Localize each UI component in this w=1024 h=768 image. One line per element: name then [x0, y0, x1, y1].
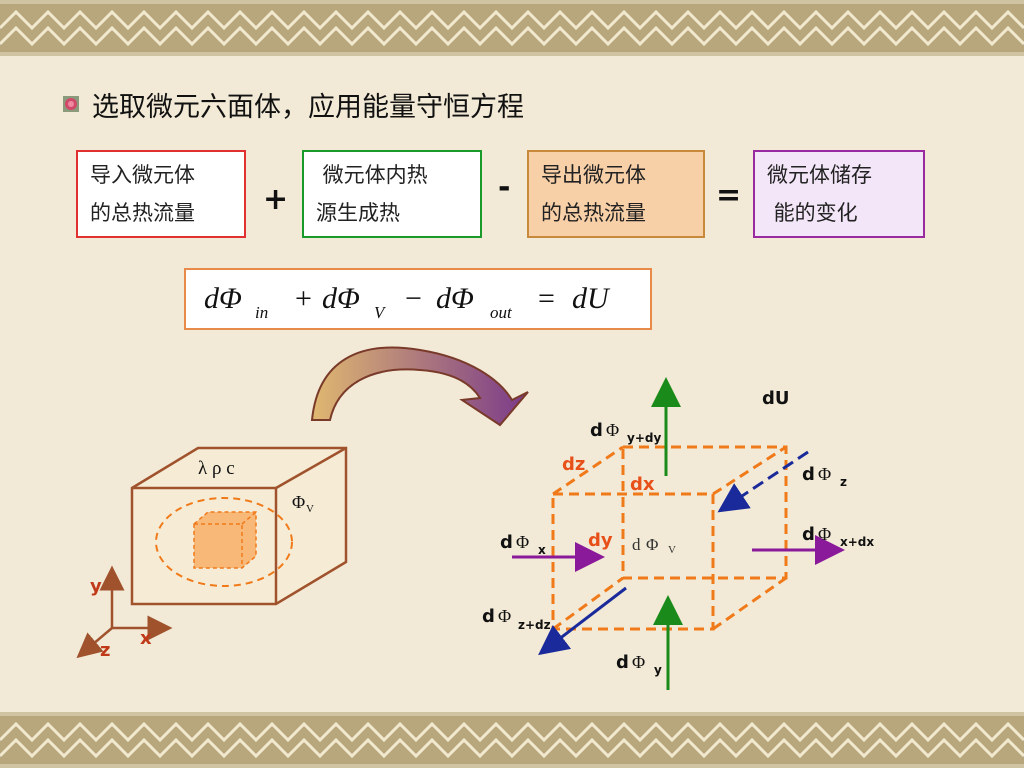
eq-op-equals: =: [538, 282, 555, 315]
inner-element: [193, 511, 257, 569]
du-label: dU: [762, 388, 790, 409]
left-phi-sub: V: [306, 503, 314, 515]
top-decor-band: [0, 0, 1024, 56]
eq-term-v: dΦ: [322, 282, 360, 315]
left-phi: Φ: [292, 492, 305, 512]
flower-bullet-icon: [63, 96, 79, 112]
material-props: λ ρ c: [198, 458, 235, 479]
flux-arrow-z: [717, 450, 809, 513]
flux-x-sub: x: [538, 543, 546, 557]
flux-x-dx-phi: Φ: [818, 524, 831, 544]
flux-z-d: d: [802, 464, 815, 485]
eq-op-plus: +: [295, 282, 312, 315]
eq-term-out: dΦ: [436, 282, 474, 315]
dy-label: dy: [588, 530, 613, 551]
equals-operator: =: [716, 178, 742, 213]
bottom-decor-band: [0, 712, 1024, 768]
coordinate-axes: [76, 565, 173, 659]
dz-label: dz: [562, 454, 585, 475]
axis-z-label: z: [100, 640, 110, 661]
dx-label: dx: [630, 474, 655, 495]
eq-sub-v: V: [374, 303, 387, 322]
axis-y-label: y: [90, 576, 102, 597]
flux-x-dx-d: d: [802, 524, 815, 545]
eq-sub-out: out: [490, 303, 513, 322]
flux-x-dx-sub: x+dx: [840, 535, 874, 549]
flux-x-phi: Φ: [516, 532, 529, 552]
eq-op-minus: −: [405, 282, 422, 315]
minus-operator: -: [498, 170, 511, 205]
flux-z-sub: z: [840, 475, 847, 489]
eq-sub-in: in: [255, 303, 268, 322]
flux-y-d: d: [616, 652, 629, 673]
eq-term-in: dΦ: [204, 282, 242, 315]
center-phi-sub: V: [668, 544, 676, 556]
flux-y-dy-phi: Φ: [606, 420, 619, 440]
center-d: d: [632, 535, 641, 554]
curved-arrow-icon: [310, 346, 529, 427]
flux-arrow-z-dz: [538, 586, 627, 656]
eq-term-du: dU: [572, 282, 611, 315]
flux-y-phi: Φ: [632, 652, 645, 672]
page-heading: 选取微元六面体，应用能量守恒方程: [92, 91, 524, 123]
control-volume-cube: [551, 445, 788, 631]
flux-z-dz-phi: Φ: [498, 606, 511, 626]
heading-row: 选取微元六面体，应用能量守恒方程: [62, 84, 524, 124]
equation-box: [184, 268, 652, 330]
generation-box: 微元体内热 源生成热: [302, 150, 482, 238]
dashed-region: [155, 497, 293, 587]
plus-operator: +: [263, 182, 289, 217]
outflow-box: 导出微元体 的总热流量: [527, 150, 705, 238]
storage-box: 微元体储存 能的变化: [753, 150, 925, 238]
axis-x-label: x: [140, 628, 152, 649]
flux-z-dz-d: d: [482, 606, 495, 627]
inflow-box: 导入微元体 的总热流量: [76, 150, 246, 238]
center-phi: Φ: [646, 535, 658, 554]
flux-z-phi: Φ: [818, 464, 831, 484]
flux-y-dy-sub: y+dy: [627, 431, 661, 445]
flux-x-d: d: [500, 532, 513, 553]
flux-y-sub: y: [654, 663, 662, 677]
flux-y-dy-d: d: [590, 420, 603, 441]
flux-z-dz-sub: z+dz: [518, 618, 551, 632]
